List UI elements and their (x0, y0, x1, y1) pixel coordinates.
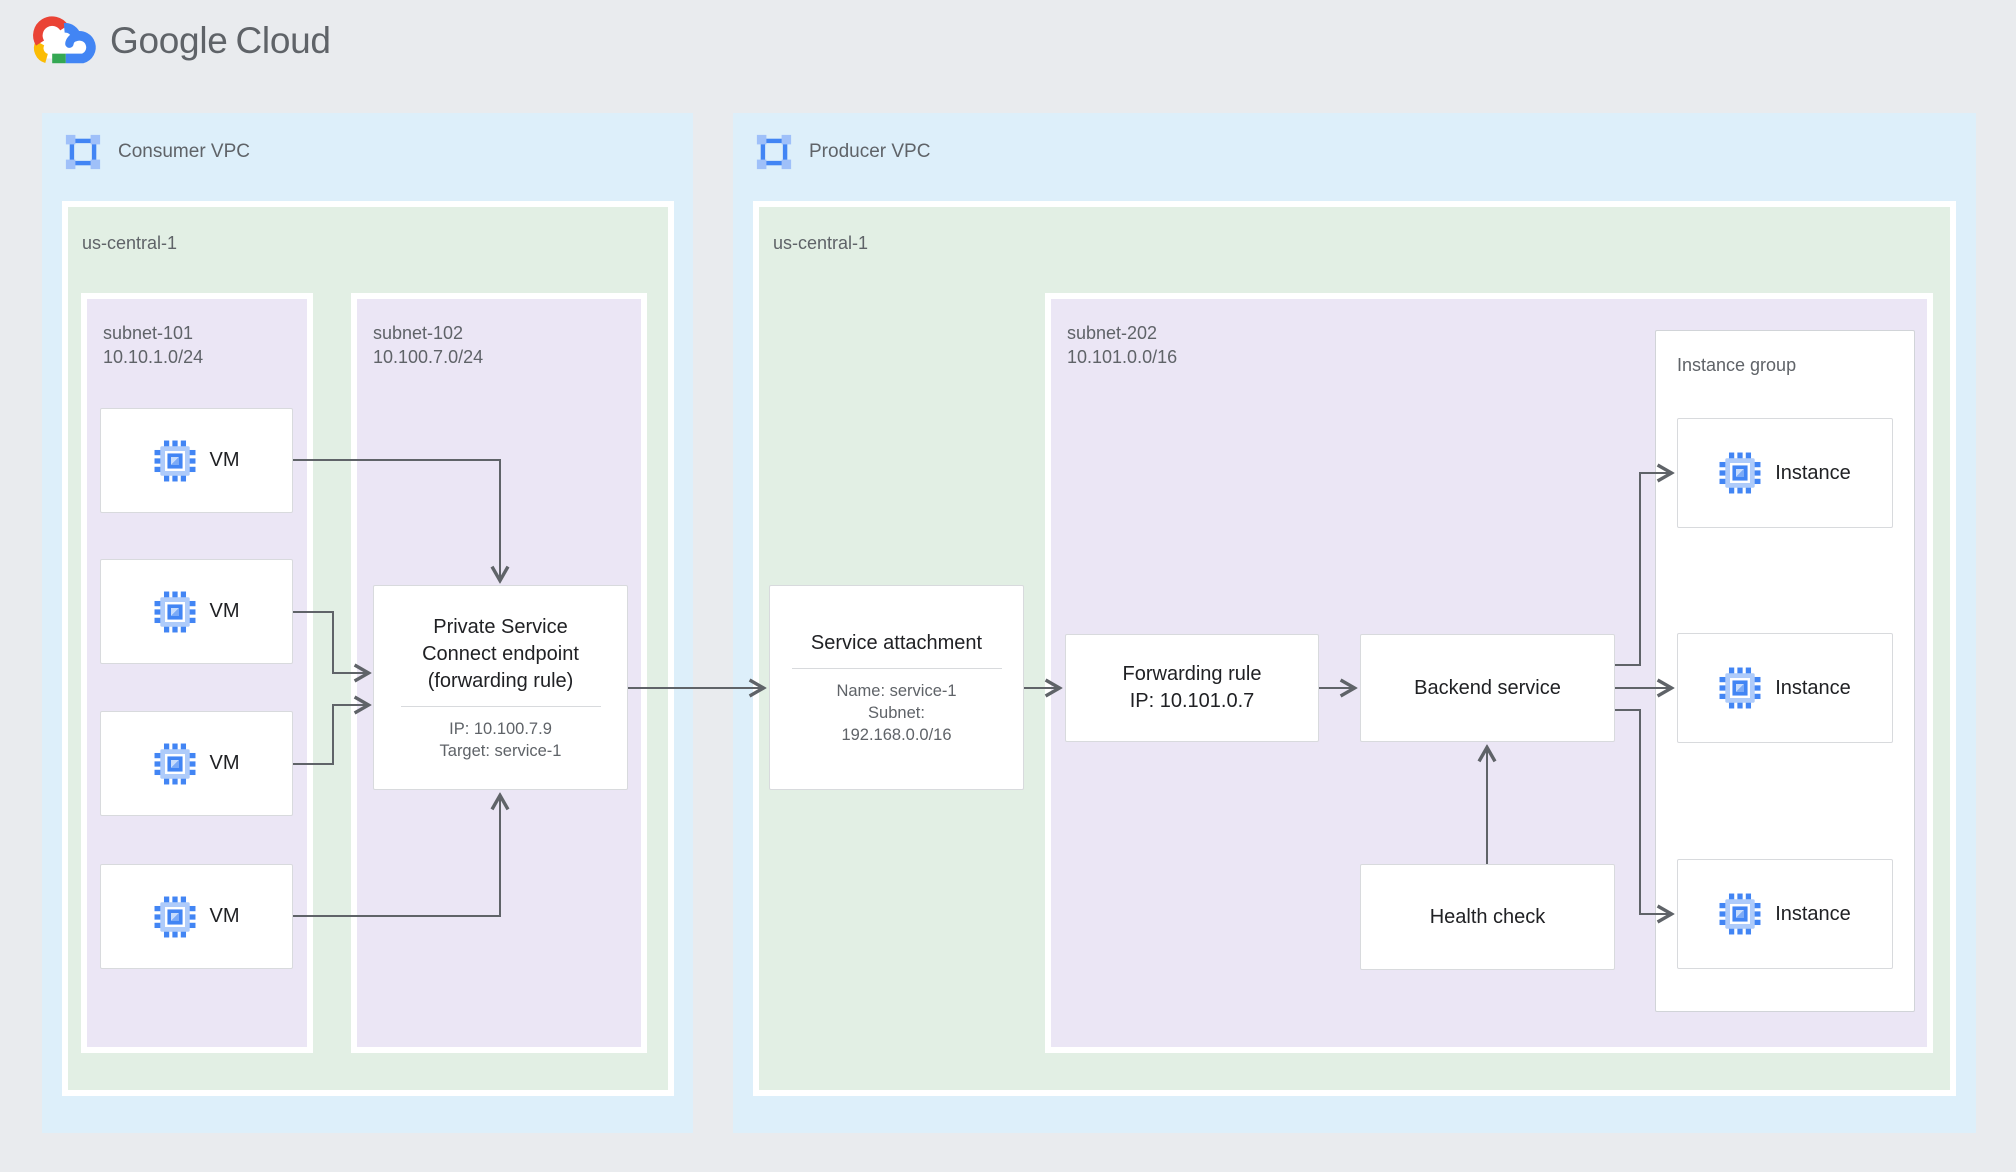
service-attachment-name: Name: service-1 (836, 681, 957, 700)
service-attachment-subnet-label: Subnet: (868, 703, 925, 722)
subnet-202-label: subnet-202 10.101.0.0/16 (1067, 321, 1177, 369)
subnet-101-cidr: 10.10.1.0/24 (103, 347, 204, 367)
psc-title-line2: Connect endpoint (422, 642, 579, 665)
forwarding-rule-line1: Forwarding rule (1122, 663, 1262, 685)
compute-engine-icon (154, 591, 196, 633)
psc-endpoint-target: Target: service-1 (439, 741, 562, 760)
vm-node-1: VM (100, 408, 293, 513)
divider (791, 667, 1002, 669)
psc-endpoint-details: IP: 10.100.7.9 Target: service-1 (440, 718, 562, 762)
compute-engine-icon (154, 440, 196, 482)
vpc-network-icon (755, 133, 793, 171)
service-attachment-subnet-cidr: 192.168.0.0/16 (841, 725, 952, 744)
instance-node-1: Instance (1677, 418, 1893, 528)
vm-label: VM (209, 449, 240, 471)
subnet-102-name: subnet-102 (373, 323, 464, 343)
logo-word-cloud: Cloud (235, 20, 331, 61)
vpc-network-icon (64, 133, 102, 171)
instance-node-3: Instance (1677, 859, 1893, 969)
consumer-region: us-central-1 subnet-101 10.10.1.0/24 VM … (62, 201, 674, 1096)
google-cloud-icon (33, 16, 96, 64)
consumer-vpc-label: Consumer VPC (118, 141, 250, 162)
subnet-202-name: subnet-202 (1067, 323, 1158, 343)
subnet-101-name: subnet-101 (103, 323, 194, 343)
consumer-vpc-header: Consumer VPC (64, 133, 250, 171)
compute-engine-icon (1719, 452, 1761, 494)
service-attachment-title: Service attachment (810, 631, 983, 654)
vm-label: VM (209, 905, 240, 927)
instance-label: Instance (1775, 676, 1851, 699)
divider (400, 705, 601, 707)
psc-endpoint-title: Private Service Connect endpoint (forwar… (422, 614, 579, 695)
consumer-region-label: us-central-1 (82, 233, 178, 253)
logo-word-google: Google (110, 20, 228, 61)
producer-region-label: us-central-1 (773, 233, 869, 253)
instance-group-label: Instance group (1677, 355, 1797, 375)
subnet-102: subnet-102 10.100.7.0/24 Private Service… (351, 293, 647, 1053)
subnet-101-label: subnet-101 10.10.1.0/24 (103, 321, 203, 369)
subnet-202: subnet-202 10.101.0.0/16 Forwarding rule… (1045, 293, 1933, 1053)
subnet-102-cidr: 10.100.7.0/24 (373, 347, 484, 367)
vm-node-3: VM (100, 711, 293, 816)
compute-engine-icon (1719, 893, 1761, 935)
subnet-202-cidr: 10.101.0.0/16 (1067, 347, 1178, 367)
producer-vpc-label: Producer VPC (809, 141, 931, 162)
producer-vpc-header: Producer VPC (755, 133, 930, 171)
psc-endpoint-ip: IP: 10.100.7.9 (449, 719, 552, 738)
health-check-node: Health check (1360, 864, 1615, 970)
instance-group-box: Instance group Instance Instance Instanc… (1655, 330, 1915, 1012)
health-check-label: Health check (1429, 905, 1546, 928)
compute-engine-icon (154, 896, 196, 938)
compute-engine-icon (154, 743, 196, 785)
producer-region: us-central-1 Service attachment Name: se… (753, 201, 1956, 1096)
instance-label: Instance (1775, 461, 1851, 484)
consumer-vpc-container: Consumer VPC us-central-1 subnet-101 10.… (42, 113, 693, 1133)
forwarding-rule-line2: IP: 10.101.0.7 (1129, 690, 1255, 712)
service-attachment-node: Service attachment Name: service-1 Subne… (769, 585, 1024, 790)
instance-label: Instance (1775, 902, 1851, 925)
psc-endpoint-node: Private Service Connect endpoint (forwar… (373, 585, 628, 790)
psc-title-line1: Private Service (433, 615, 568, 638)
forwarding-rule-node: Forwarding rule IP: 10.101.0.7 (1065, 634, 1319, 742)
instance-node-2: Instance (1677, 633, 1893, 743)
subnet-101: subnet-101 10.10.1.0/24 VM VM VM V (81, 293, 313, 1053)
service-attachment-details: Name: service-1 Subnet: 192.168.0.0/16 (836, 680, 956, 746)
vm-node-2: VM (100, 559, 293, 664)
vm-label: VM (209, 752, 240, 774)
psc-title-line3: (forwarding rule) (427, 669, 574, 692)
vm-label: VM (209, 600, 240, 622)
vm-node-4: VM (100, 864, 293, 969)
producer-vpc-container: Producer VPC us-central-1 Service attach… (733, 113, 1976, 1133)
backend-service-node: Backend service (1360, 634, 1615, 742)
backend-service-label: Backend service (1414, 676, 1561, 699)
subnet-102-label: subnet-102 10.100.7.0/24 (373, 321, 483, 369)
compute-engine-icon (1719, 667, 1761, 709)
